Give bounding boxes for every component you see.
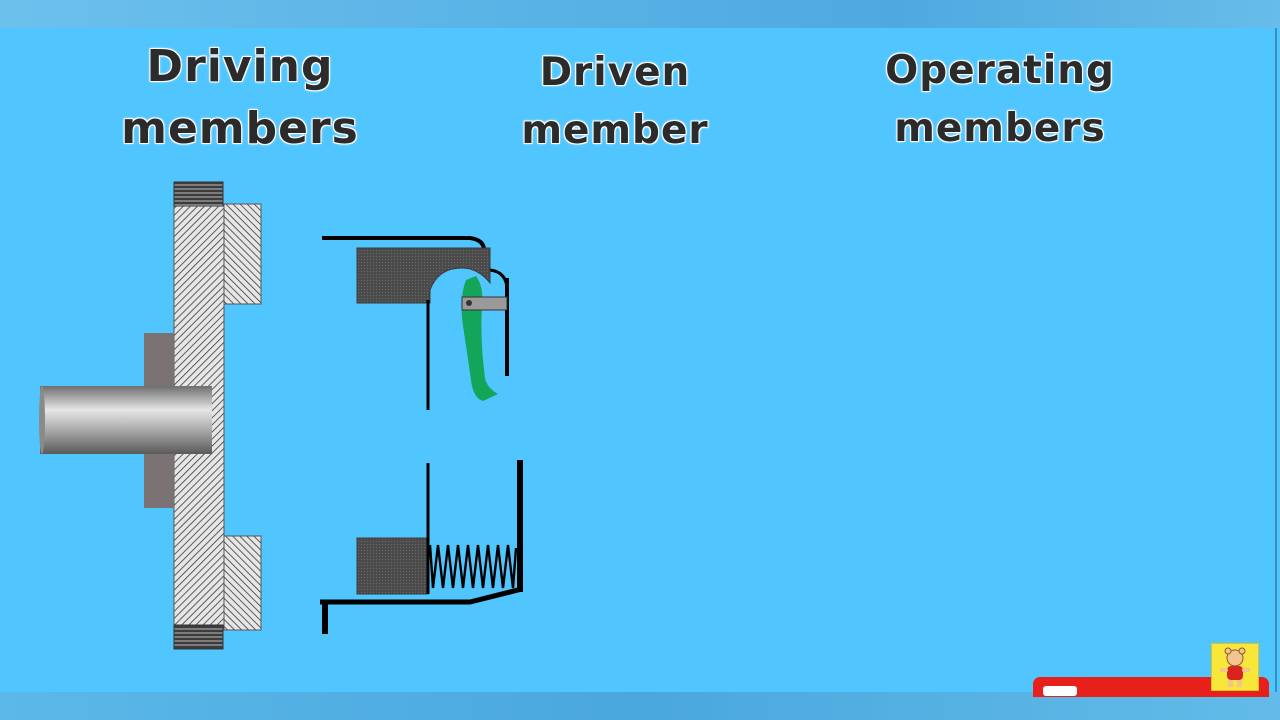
driven-heading-line-2: member — [521, 108, 709, 153]
subscribe-icon[interactable] — [1043, 686, 1077, 696]
mascot-icon — [1211, 643, 1259, 691]
ring-gear-bottom — [173, 624, 224, 650]
clutch-cover-bottom — [320, 586, 523, 605]
ring-gear-top — [173, 181, 224, 207]
pressure-plate-bottom — [356, 537, 429, 595]
pressure-spring — [428, 544, 518, 589]
top-video-bar — [0, 0, 1280, 28]
lever-pivot-pin — [466, 300, 472, 306]
operating-heading-line-2: members — [894, 106, 1106, 151]
driving-heading-line-2: members — [121, 103, 359, 154]
lever-pivot-link — [461, 296, 508, 311]
right-edge-line — [1275, 28, 1277, 692]
driving-heading-line-1: Driving — [146, 41, 334, 92]
operating-members-heading: Operating members — [860, 42, 1140, 158]
subscribe-badge[interactable] — [1033, 677, 1269, 697]
driven-member-heading: Driven member — [495, 44, 735, 160]
cover-curve — [489, 268, 509, 291]
driving-members-heading: Driving members — [95, 36, 385, 160]
operating-heading-line-1: Operating — [885, 48, 1115, 93]
pressure-plate-top — [356, 247, 491, 304]
crankshaft-end — [39, 386, 45, 454]
crankshaft — [40, 386, 212, 454]
release-lever — [461, 276, 498, 401]
driven-heading-line-1: Driven — [539, 50, 691, 95]
